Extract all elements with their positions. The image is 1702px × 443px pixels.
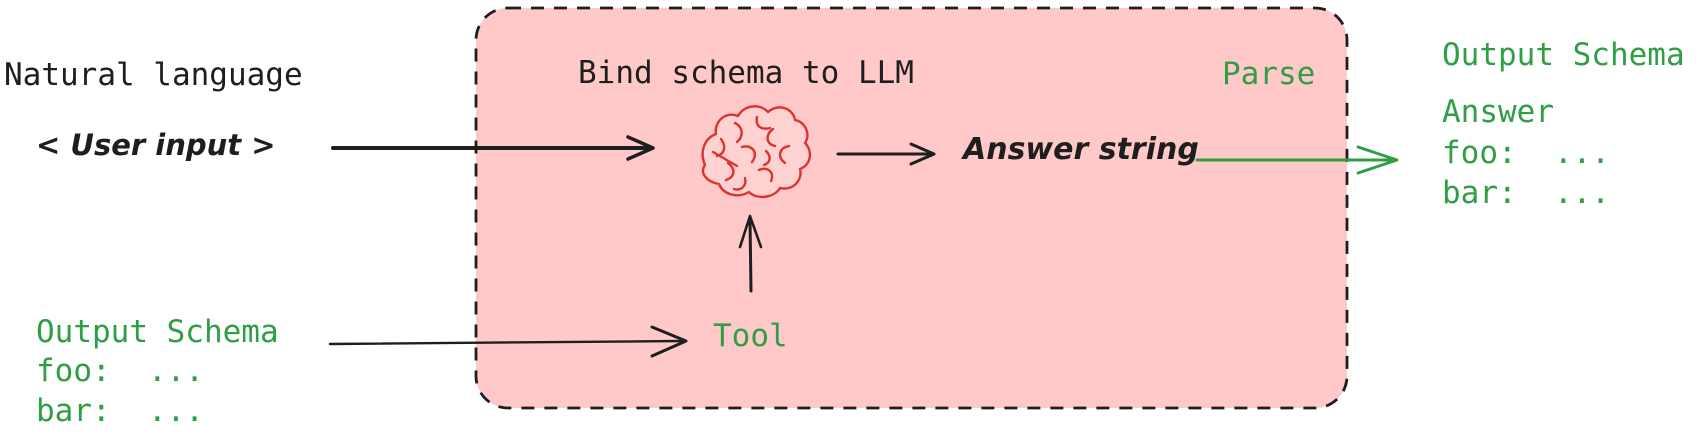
arrow-tool-to-llm bbox=[738, 214, 763, 293]
natural-language-heading: Natural language bbox=[4, 57, 303, 93]
bind-schema-heading: Bind schema to LLM bbox=[578, 55, 914, 91]
tool-label: Tool bbox=[713, 318, 788, 354]
answer-string-label: Answer string bbox=[963, 132, 1199, 167]
left-output-schema-foo: foo: ... bbox=[36, 353, 204, 389]
arrow-schema-to-tool bbox=[328, 325, 688, 358]
right-output-foo: foo: ... bbox=[1442, 135, 1610, 171]
right-output-answer-label: Answer bbox=[1442, 94, 1554, 130]
arrow-parse-to-output bbox=[1195, 145, 1399, 175]
left-output-schema-bar: bar: ... bbox=[36, 393, 204, 429]
arrow-user-input-to-llm bbox=[331, 135, 655, 161]
parse-label: Parse bbox=[1222, 56, 1316, 92]
brain-icon bbox=[701, 105, 812, 199]
right-output-schema-heading: Output Schema bbox=[1442, 37, 1685, 73]
left-output-schema-heading: Output Schema bbox=[36, 314, 279, 350]
arrow-llm-to-answer-string bbox=[836, 142, 936, 166]
right-output-bar: bar: ... bbox=[1442, 175, 1610, 211]
user-input-label: < User input > bbox=[36, 128, 276, 162]
